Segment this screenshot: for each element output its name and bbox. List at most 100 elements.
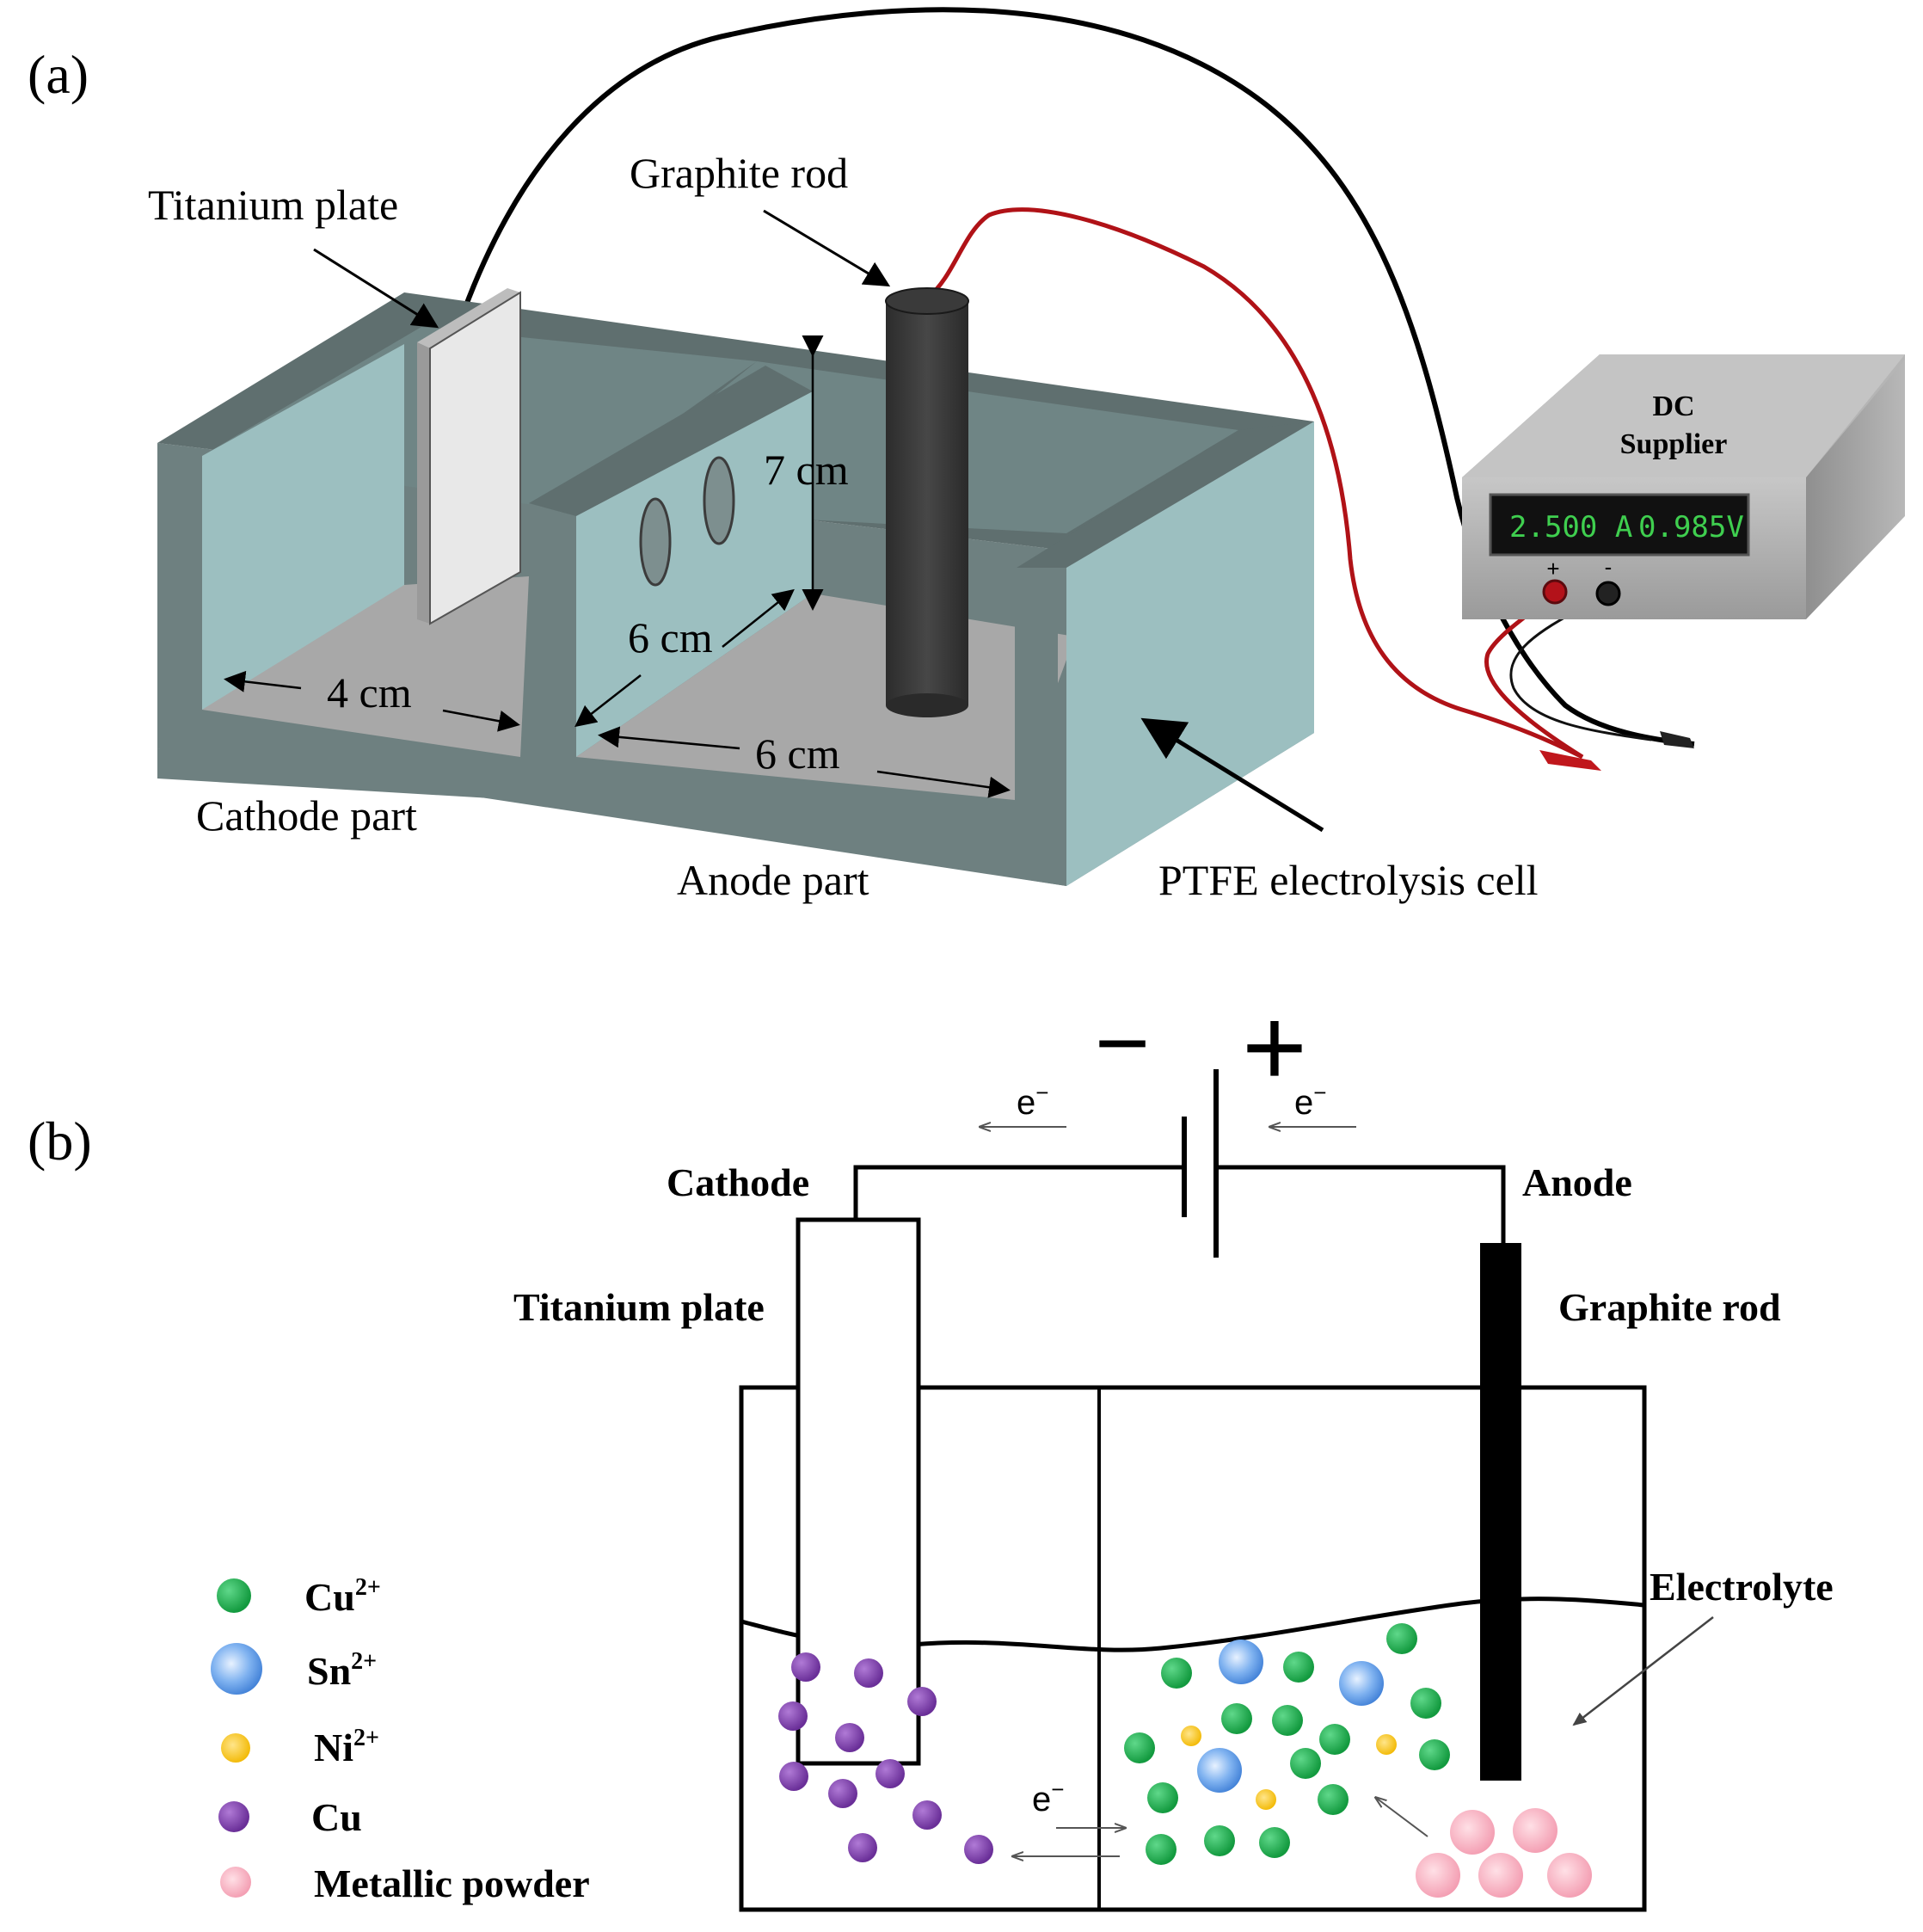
- titanium-plate-pointer: [313, 248, 439, 329]
- cu2-ion: [1319, 1724, 1350, 1755]
- right-wall-top: [1017, 421, 1314, 568]
- divider-hole: [703, 456, 735, 545]
- cu-particle: [779, 1762, 808, 1791]
- legend: Cu2+ Sn2+ Ni2+ Cu Metallic powder: [211, 1574, 590, 1905]
- cu-ion-particles: [1124, 1623, 1450, 1865]
- anode-part-label: Anode part: [677, 856, 869, 904]
- graphite-rod-top: [885, 287, 969, 315]
- powder-pointer: [1376, 1798, 1428, 1837]
- cu2-ion: [1318, 1784, 1349, 1815]
- cu2-ion: [1283, 1652, 1314, 1683]
- ni2-ion: [1376, 1734, 1397, 1755]
- cathode-wire: [853, 1165, 1184, 1220]
- battery-minus-label: −: [1095, 990, 1150, 1096]
- dim-cathode-label: 4 cm: [327, 668, 412, 717]
- titanium-plate-label-b: Titanium plate: [513, 1285, 765, 1329]
- titanium-plate-top: [417, 288, 520, 348]
- graphite-rod-base: [886, 693, 968, 717]
- metallic-powder: [1416, 1853, 1460, 1898]
- right-wall-edge: [1015, 559, 1058, 809]
- negative-terminal: [1595, 581, 1621, 606]
- dim-anode-arrow: [876, 770, 1011, 798]
- supplier-label-dc: DC: [1652, 391, 1694, 422]
- legend-swatch-cu: [218, 1801, 249, 1832]
- legend-swatch-cu2: [217, 1578, 251, 1613]
- supplier-side: [1806, 360, 1905, 619]
- titanium-plate: [429, 291, 521, 625]
- battery-plus-label: +: [1242, 984, 1307, 1110]
- cu2-ion: [1124, 1732, 1155, 1763]
- cu2-ion: [1290, 1748, 1321, 1779]
- display-current: 2.500 A: [1509, 510, 1632, 545]
- electron-label-right: e−: [1294, 1080, 1326, 1122]
- cu2-ion: [1419, 1739, 1450, 1770]
- cell-label: PTFE electrolysis cell: [1158, 856, 1539, 904]
- legend-swatch-ni2: [221, 1733, 250, 1763]
- graphite-rod: [886, 301, 968, 705]
- cu2-ion: [1146, 1834, 1177, 1865]
- cu2-ion: [1410, 1688, 1441, 1719]
- graphite-rod-pointer: [763, 209, 891, 287]
- panel-a-label: (a): [28, 44, 89, 105]
- red-wire: [927, 207, 1584, 760]
- anode-label: Anode: [1522, 1160, 1632, 1204]
- sn2-ion: [1219, 1640, 1263, 1684]
- cu-particle: [791, 1652, 820, 1682]
- divider-top: [529, 366, 813, 516]
- legend-label: Ni2+: [314, 1725, 379, 1769]
- cu2-ion: [1259, 1827, 1290, 1858]
- divider-front: [529, 477, 576, 761]
- ni2-ion: [1256, 1789, 1276, 1810]
- legend-label: Cu: [311, 1795, 362, 1839]
- cathode-part-label: Cathode part: [196, 791, 417, 840]
- cathode-label: Cathode: [667, 1160, 809, 1204]
- dc-supplier: DC Supplier 2.500 A 0.985V + -: [1462, 354, 1905, 619]
- right-wall-face: [1066, 421, 1314, 886]
- legend-label: Sn2+: [307, 1648, 377, 1693]
- cu2-ion: [1386, 1623, 1417, 1654]
- terminal-plus-label: +: [1546, 556, 1559, 581]
- metallic-powder: [1547, 1853, 1592, 1898]
- metallic-powder: [1450, 1810, 1495, 1855]
- cu-particle: [848, 1833, 877, 1862]
- electron-label-bottom: e−: [1032, 1776, 1064, 1818]
- cu-particle: [964, 1835, 993, 1864]
- dim-height-label: 7 cm: [764, 446, 849, 494]
- cu-particle: [835, 1723, 864, 1752]
- red-clip: [1539, 750, 1601, 771]
- cu-particle: [828, 1779, 857, 1808]
- cu2-ion: [1272, 1705, 1303, 1736]
- sn2-ion: [1339, 1661, 1384, 1706]
- cu2-ion: [1161, 1658, 1192, 1689]
- cu-particle: [854, 1658, 883, 1688]
- dim-cathode-arrow: [224, 670, 302, 692]
- metallic-powder: [1478, 1853, 1523, 1898]
- dim-cathode-arrow: [442, 709, 520, 732]
- cu-particle: [875, 1759, 905, 1788]
- graphite-rod-label: Graphite rod: [630, 149, 848, 197]
- divider-face: [576, 391, 813, 757]
- graphite-rod-label-b: Graphite rod: [1558, 1285, 1781, 1329]
- electrolyte-label: Electrolyte: [1650, 1565, 1834, 1609]
- legend-swatch-metallic-powder: [220, 1867, 251, 1898]
- graphite-rod-electrode: [1480, 1243, 1521, 1781]
- titanium-plate-side: [417, 342, 430, 624]
- black-wire: [462, 7, 1695, 747]
- legend-label: Metallic powder: [314, 1861, 590, 1905]
- dim-anode-arrow: [598, 726, 740, 750]
- supplier-display: [1489, 493, 1750, 557]
- ni2-ion: [1181, 1726, 1201, 1746]
- electron-label-left: e−: [1017, 1080, 1048, 1122]
- cu-particle: [907, 1687, 937, 1716]
- sn-ion-particles: [1197, 1640, 1384, 1793]
- cell-front-edge: [157, 748, 520, 800]
- cu-particle: [912, 1800, 942, 1830]
- dim-depth-arrow: [574, 674, 642, 728]
- divider-hole: [639, 497, 672, 587]
- supplier-label: Supplier: [1620, 428, 1728, 460]
- cell-pointer: [1140, 717, 1324, 833]
- sn2-ion: [1197, 1748, 1242, 1793]
- titanium-plate-label: Titanium plate: [148, 181, 398, 229]
- electrolysis-tank: [739, 1385, 1647, 1912]
